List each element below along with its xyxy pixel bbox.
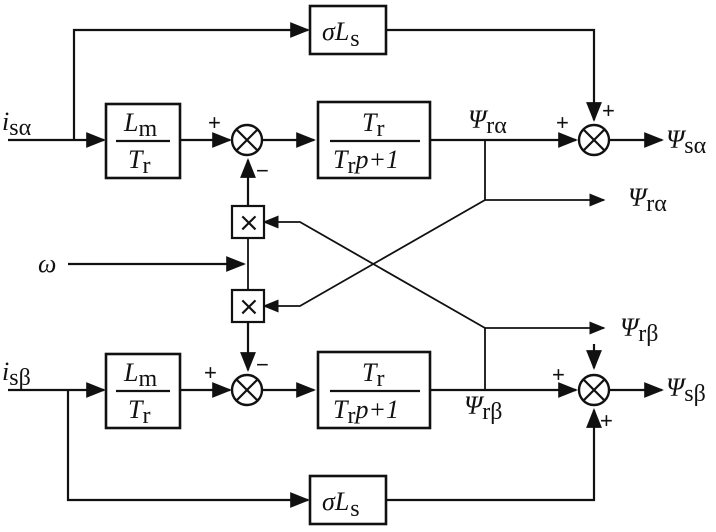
sigma-ls-bottom-label: σLs <box>322 487 360 522</box>
omega-label: ω <box>38 249 56 278</box>
beta-wires <box>8 215 664 508</box>
blocks-sigma-ls-top-sub: s <box>350 26 359 52</box>
sigma-ls-bottom-to-sum-wire <box>386 408 602 502</box>
sum-beta-plus: + <box>204 360 217 385</box>
psi-r-beta-to-mult-wire <box>262 215 486 329</box>
tf-beta-num: Tr <box>362 358 384 392</box>
signals-psi-r-alpha-sub: rα <box>646 191 667 217</box>
signals-psi: Ψ <box>468 105 489 134</box>
blocks-lm-over-tr-den: T <box>128 145 144 174</box>
multiplier-lower-label: × <box>238 292 260 322</box>
sum-beta-output <box>577 373 611 407</box>
blocks-sigma-ls-bottom-sub: s <box>350 496 359 522</box>
blocks-tf-den-sub: r <box>347 403 355 429</box>
blocks-lm-over-tr-den-sub: r <box>142 403 150 429</box>
psi-r-beta-out-label: Ψrβ <box>620 313 658 347</box>
blocks-tf-den-sub: r <box>347 153 355 179</box>
blocks-sigma-ls-top: σL <box>322 17 349 46</box>
sigma-ls-top-to-sum-wire <box>386 28 602 122</box>
i-s-beta-label: isβ <box>2 357 31 391</box>
signals-psi-r-beta-sub: rβ <box>638 321 658 347</box>
inputs-i-s-beta-sub: sβ <box>9 365 31 391</box>
i-s-alpha-label: isα <box>2 107 32 141</box>
sum-beta-input <box>230 373 264 407</box>
multiplier-lower-block <box>230 288 266 324</box>
signals-psi-r-alpha-sub: rα <box>486 113 507 139</box>
blocks-lm-over-tr-num-sub: m <box>138 116 157 142</box>
i-s-alpha-branch-wire <box>72 22 310 140</box>
multiplier-upper-label: × <box>238 208 260 238</box>
lm-alpha-num: Lm <box>123 108 157 142</box>
signals-psi: Ψ <box>666 373 687 402</box>
alpha-wires <box>8 22 664 313</box>
blocks-tf-den-T: T <box>333 145 349 174</box>
blocks-tf-den-rest: p+1 <box>353 145 399 174</box>
omega-wires <box>68 158 256 372</box>
tr-alpha-den: Tr <box>128 145 150 179</box>
sum-alpha-input <box>230 123 264 157</box>
tf-alpha-den: Trp+1 <box>333 145 399 179</box>
psi-s-alpha-label: Ψsα <box>666 125 707 159</box>
psi-r-beta-label: Ψrβ <box>464 391 502 425</box>
psi-r-alpha-out-label: Ψrα <box>628 183 667 217</box>
sum-beta-minus: − <box>256 352 269 377</box>
psi-s-beta-label: Ψsβ <box>666 373 706 407</box>
sigma-ls-bottom-block <box>308 474 388 526</box>
blocks-tf-num: T <box>362 358 378 387</box>
blocks-lm-over-tr-num: L <box>123 358 138 387</box>
sum-out-beta-plus-left: + <box>552 362 565 387</box>
blocks-lm-over-tr-den-sub: r <box>142 153 150 179</box>
blocks-lm-over-tr-den: T <box>128 395 144 424</box>
tf-beta-den: Trp+1 <box>333 395 399 429</box>
sum-out-beta-plus-bottom: + <box>600 408 613 433</box>
sum-alpha-output <box>577 123 611 157</box>
sum-alpha-minus: − <box>256 158 269 183</box>
signals-psi: Ψ <box>628 183 649 212</box>
i-s-beta-branch-wire <box>66 390 310 508</box>
sigma-ls-top-block <box>308 4 388 56</box>
blocks-lm-over-tr-num: L <box>123 108 138 137</box>
blocks-tf-num: T <box>362 108 378 137</box>
sum-alpha-plus: + <box>208 110 221 135</box>
blocks-tf-den-rest: p+1 <box>353 395 399 424</box>
signals-psi-s-alpha-sub: sα <box>684 133 706 159</box>
signals-psi-r-beta-sub: rβ <box>482 399 502 425</box>
sum-out-alpha-plus-top: + <box>602 98 615 123</box>
signals-psi-s-beta-sub: sβ <box>684 381 706 407</box>
inputs-i-s-beta: i <box>2 357 9 386</box>
lm-beta-num: Lm <box>123 358 157 392</box>
inputs-i-s-alpha-sub: sα <box>9 115 31 141</box>
tr-beta-den: Tr <box>128 395 150 429</box>
tf-alpha-num: Tr <box>362 108 384 142</box>
inputs-i-s-alpha: i <box>2 107 9 136</box>
psi-r-alpha-label: Ψrα <box>468 105 507 139</box>
blocks-tf-den-T: T <box>333 395 349 424</box>
blocks-tf-num-sub: r <box>376 366 384 392</box>
signals-psi: Ψ <box>666 125 687 154</box>
signals-psi: Ψ <box>620 313 641 342</box>
sigma-ls-top-label: σLs <box>322 17 360 52</box>
signals-psi: Ψ <box>464 391 485 420</box>
blocks-tf-num-sub: r <box>376 116 384 142</box>
multiplier-upper-block <box>230 204 266 240</box>
sum-out-alpha-plus-left: + <box>556 110 569 135</box>
blocks-lm-over-tr-num-sub: m <box>138 366 157 392</box>
blocks-sigma-ls-bottom: σL <box>322 487 349 516</box>
psi-r-alpha-to-mult-wire <box>262 199 486 313</box>
